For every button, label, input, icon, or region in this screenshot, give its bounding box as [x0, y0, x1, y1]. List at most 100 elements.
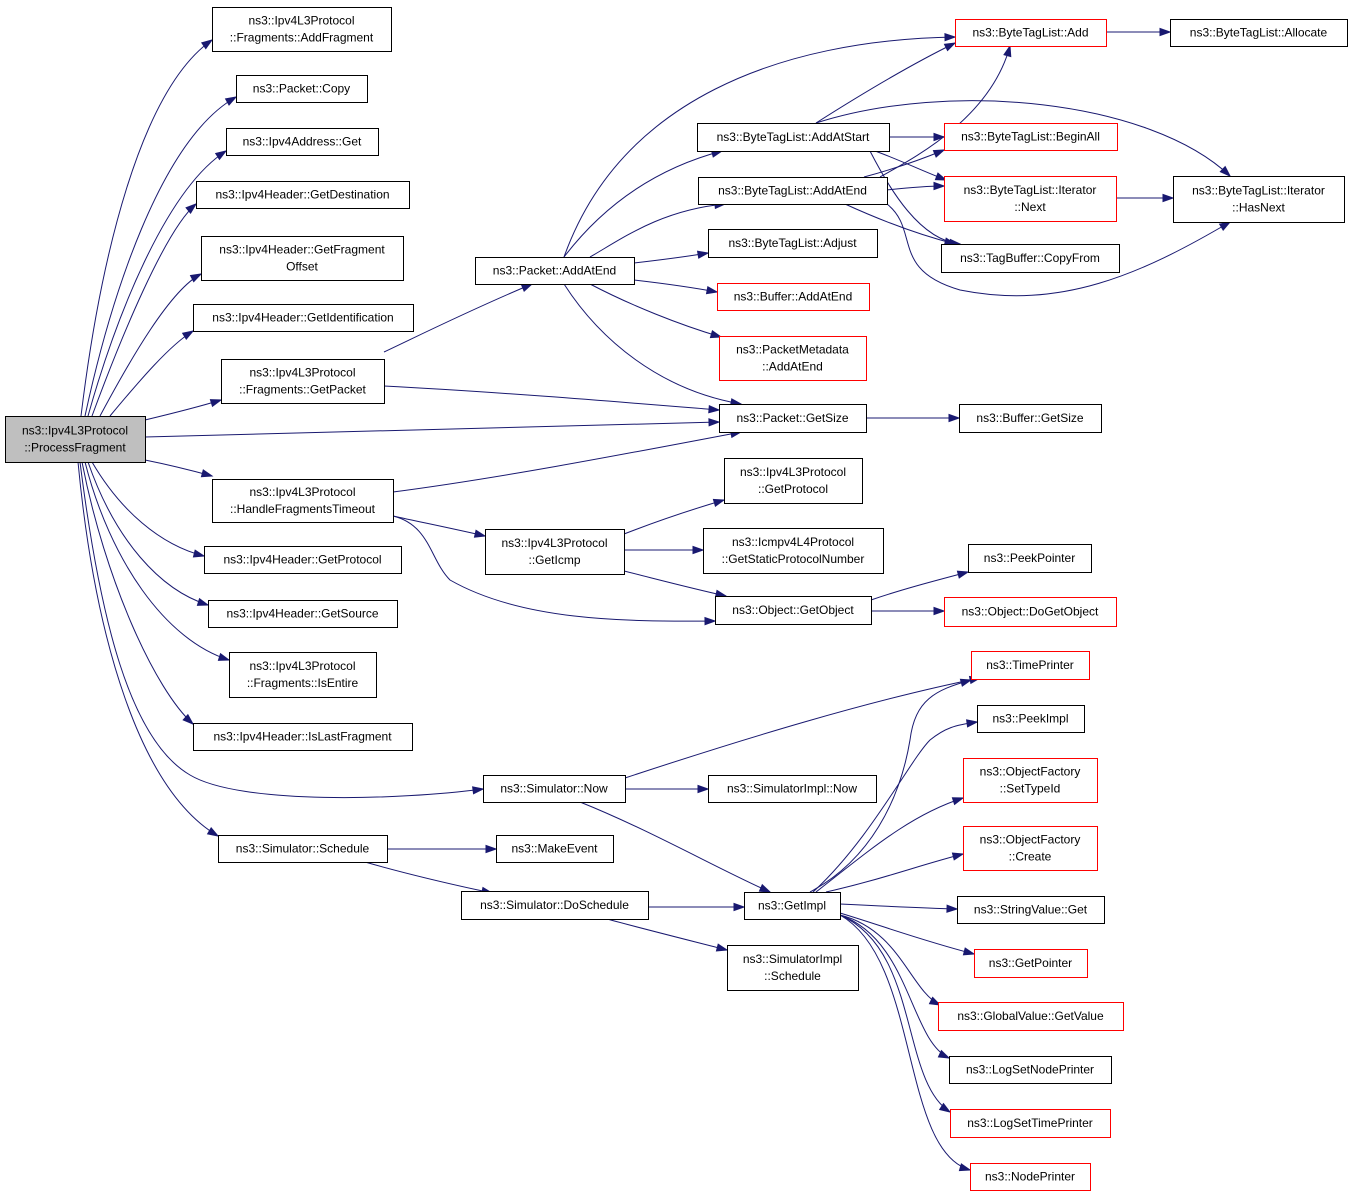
- node-frag-isentire[interactable]: ns3::Ipv4L3Protocol::Fragments::IsEntire: [229, 652, 377, 698]
- edge-line: [144, 399, 222, 421]
- edge-line: [623, 499, 725, 535]
- node-box: [485, 529, 625, 575]
- node-packet-copy[interactable]: ns3::Packet::Copy: [236, 75, 368, 103]
- call-edge: [809, 678, 973, 893]
- node-l3-getprotocol[interactable]: ns3::Ipv4L3Protocol::GetProtocol: [724, 458, 863, 504]
- node-label: ns3::Buffer::GetSize: [976, 411, 1083, 425]
- edge-arrowhead: [200, 469, 214, 478]
- node-makeevent[interactable]: ns3::MakeEvent: [496, 835, 614, 863]
- call-edge: [863, 149, 946, 178]
- node-of-settypeid[interactable]: ns3::ObjectFactory::SetTypeId: [963, 758, 1098, 803]
- node-btl-adjust[interactable]: ns3::ByteTagList::Adjust: [708, 229, 878, 258]
- node-label: ::GetProtocol: [758, 482, 828, 496]
- call-edge: [633, 250, 710, 264]
- node-sim-schedule[interactable]: ns3::Simulator::Schedule: [218, 835, 388, 863]
- edge-line: [633, 252, 709, 264]
- node-processfragment[interactable]: ns3::Ipv4L3Protocol::ProcessFragment: [5, 416, 146, 463]
- node-btl-iterator-hasnext[interactable]: ns3::ByteTagList::Iterator::HasNext: [1173, 176, 1345, 223]
- node-box: [229, 652, 377, 698]
- node-label: ::Next: [1014, 200, 1046, 214]
- edge-arrowhead: [181, 330, 195, 341]
- node-getpointer[interactable]: ns3::GetPointer: [974, 949, 1088, 978]
- node-of-create[interactable]: ns3::ObjectFactory::Create: [963, 826, 1098, 871]
- node-btl-allocate[interactable]: ns3::ByteTagList::Allocate: [1170, 19, 1348, 47]
- edge-line: [812, 721, 978, 893]
- edge-line: [563, 150, 723, 258]
- node-nodeprinter[interactable]: ns3::NodePrinter: [970, 1163, 1091, 1191]
- node-sim-now[interactable]: ns3::Simulator::Now: [483, 775, 626, 803]
- node-handlefragmentstimeout[interactable]: ns3::Ipv4L3Protocol::HandleFragmentsTime…: [212, 479, 394, 523]
- call-edge: [144, 459, 214, 478]
- call-edge: [886, 181, 946, 191]
- node-label: ns3::Packet::Copy: [253, 82, 350, 96]
- node-stringvalue-get[interactable]: ns3::StringValue::Get: [957, 896, 1105, 924]
- node-box: [717, 283, 870, 311]
- node-label: ::HasNext: [1232, 201, 1285, 215]
- node-ipv4address-get[interactable]: ns3::Ipv4Address::Get: [226, 128, 379, 156]
- edge-line: [144, 421, 720, 438]
- node-box: [959, 404, 1102, 433]
- node-hdr-islastfragment[interactable]: ns3::Ipv4Header::IsLastFragment: [193, 723, 413, 751]
- node-frag-addfragment[interactable]: ns3::Ipv4L3Protocol::Fragments::AddFragm…: [212, 7, 392, 52]
- node-simimpl-now[interactable]: ns3::SimulatorImpl::Now: [708, 775, 877, 803]
- node-packet-addatend[interactable]: ns3::Packet::AddAtEnd: [475, 257, 635, 285]
- node-logsetnodeprinter[interactable]: ns3::LogSetNodePrinter: [949, 1056, 1112, 1084]
- node-icmp-getstaticprotocolnumber[interactable]: ns3::Icmpv4L4Protocol::GetStaticProtocol…: [703, 528, 884, 574]
- node-btl-addatend[interactable]: ns3::ByteTagList::AddAtEnd: [698, 177, 888, 205]
- call-edge: [1106, 27, 1172, 37]
- node-label: ns3::Simulator::Schedule: [236, 842, 370, 856]
- node-simimpl-schedule[interactable]: ns3::SimulatorImpl::Schedule: [727, 945, 859, 991]
- node-label: ns3::ByteTagList::Add: [972, 26, 1088, 40]
- node-label: ns3::MakeEvent: [511, 842, 598, 856]
- node-hdr-getdestination[interactable]: ns3::Ipv4Header::GetDestination: [196, 181, 410, 209]
- node-frag-getpacket[interactable]: ns3::Ipv4L3Protocol::Fragments::GetPacke…: [221, 359, 385, 404]
- node-buffer-getsize[interactable]: ns3::Buffer::GetSize: [959, 404, 1102, 433]
- node-btl-add[interactable]: ns3::ByteTagList::Add: [955, 19, 1107, 47]
- node-l3-geticmp[interactable]: ns3::Ipv4L3Protocol::GetIcmp: [485, 529, 625, 575]
- node-label: ns3::Ipv4Header::GetProtocol: [223, 553, 381, 567]
- edge-arrowhead: [473, 529, 487, 538]
- node-peekimpl[interactable]: ns3::PeekImpl: [977, 705, 1085, 733]
- node-hdr-getsource[interactable]: ns3::Ipv4Header::GetSource: [208, 600, 398, 628]
- edge-line: [839, 914, 951, 1113]
- node-peekpointer[interactable]: ns3::PeekPointer: [968, 544, 1092, 573]
- node-box: [212, 479, 394, 523]
- node-btl-iterator-next[interactable]: ns3::ByteTagList::Iterator::Next: [944, 176, 1117, 222]
- edge-arrowhead: [192, 549, 206, 558]
- node-sim-doschedule[interactable]: ns3::Simulator::DoSchedule: [461, 891, 649, 920]
- node-timeprinter[interactable]: ns3::TimePrinter: [971, 651, 1090, 680]
- edge-line: [844, 203, 956, 245]
- edge-arrowhead: [705, 285, 719, 295]
- node-btl-beginall[interactable]: ns3::ByteTagList::BeginAll: [944, 123, 1118, 151]
- edge-line: [839, 914, 950, 1059]
- node-box: [236, 75, 368, 103]
- node-object-dogetobject[interactable]: ns3::Object::DoGetObject: [944, 597, 1117, 627]
- node-box: [971, 651, 1090, 680]
- node-globalvalue-getvalue[interactable]: ns3::GlobalValue::GetValue: [938, 1002, 1124, 1031]
- node-label: ns3::Ipv4Header::GetFragment: [219, 243, 385, 257]
- node-label: ::Create: [1009, 850, 1052, 864]
- call-edge: [87, 150, 228, 417]
- call-edge: [866, 413, 961, 423]
- node-buffer-addatend[interactable]: ns3::Buffer::AddAtEnd: [717, 283, 870, 311]
- call-edges: [77, 27, 1232, 1172]
- node-label: ns3::Ipv4L3Protocol: [249, 659, 355, 673]
- node-pm-addatend[interactable]: ns3::PacketMetadata::AddAtEnd: [719, 336, 867, 381]
- edge-line: [99, 273, 202, 417]
- edge-arrowhead: [951, 852, 965, 861]
- node-packet-getsize[interactable]: ns3::Packet::GetSize: [719, 404, 867, 433]
- node-hdr-getidentification[interactable]: ns3::Ipv4Header::GetIdentification: [193, 304, 414, 332]
- node-getimpl[interactable]: ns3::GetImpl: [744, 892, 841, 920]
- node-label: ns3::Object::DoGetObject: [962, 605, 1099, 619]
- node-tagbuffer-copyfrom[interactable]: ns3::TagBuffer::CopyFrom: [941, 244, 1120, 273]
- node-object-getobject[interactable]: ns3::Object::GetObject: [715, 596, 872, 625]
- call-edge: [839, 914, 952, 1113]
- edge-line: [815, 797, 964, 893]
- edge-line: [839, 903, 958, 910]
- call-edge: [839, 912, 976, 956]
- node-hdr-getprotocol[interactable]: ns3::Ipv4Header::GetProtocol: [204, 546, 402, 574]
- node-btl-addatstart[interactable]: ns3::ByteTagList::AddAtStart: [697, 123, 890, 152]
- node-box: [963, 758, 1098, 803]
- node-logsettimeprinter[interactable]: ns3::LogSetTimePrinter: [950, 1109, 1111, 1138]
